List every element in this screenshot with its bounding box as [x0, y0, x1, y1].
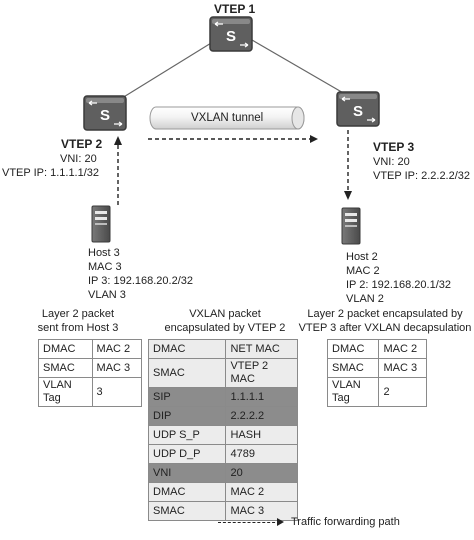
host3-server-icon [91, 205, 111, 243]
middle-caption-line2: encapsulated by VTEP 2 [164, 322, 286, 334]
vtep3-ip: VTEP IP: 2.2.2.2/32 [373, 170, 471, 182]
vtep2-title: VTEP 2 [61, 137, 103, 151]
legend-dashed-line [218, 522, 280, 523]
left-caption-line1: Layer 2 packet [41, 308, 115, 320]
host3-vlan: VLAN 3 [88, 289, 126, 301]
host3-mac: MAC 3 [88, 261, 122, 273]
switch-letter: S [353, 103, 363, 120]
middle-field-value: MAC 2 [225, 482, 298, 502]
middle-field-name: DMAC [147, 482, 227, 502]
vxlan-tunnel-pipe [149, 106, 305, 130]
host2-vlan: VLAN 2 [346, 293, 384, 305]
right-caption-line1: Layer 2 packet encapsulated by [307, 308, 463, 320]
link-vtep1-vtep2 [121, 39, 217, 99]
middle-field-value: NET MAC [225, 339, 298, 359]
middle-field-value: VTEP 2 MAC [225, 358, 298, 388]
legend-label: Traffic forwarding path [291, 516, 400, 528]
vtep1-title: VTEP 1 [214, 2, 256, 16]
tunnel-label: VXLAN tunnel [191, 112, 264, 124]
left-caption-line2: sent from Host 3 [37, 322, 119, 334]
right-packet-caption: Layer 2 packet encapsulated by VTEP 3 af… [296, 308, 474, 334]
legend-arrow-head [277, 518, 284, 526]
host2-name: Host 2 [346, 251, 378, 263]
right-field-value: MAC 3 [378, 358, 427, 378]
middle-field-value: 20 [225, 463, 298, 483]
vtep3-title: VTEP 3 [373, 140, 415, 154]
middle-field-name: DMAC [147, 339, 227, 359]
vtep2-vni: VNI: 20 [60, 153, 97, 165]
left-field-value: 3 [91, 377, 143, 407]
left-field-name: SMAC [38, 358, 93, 378]
left-field-value: MAC 2 [91, 339, 143, 359]
middle-caption-line1: VXLAN packet [189, 308, 261, 320]
middle-field-name: VNI [147, 463, 227, 483]
middle-field-name: SMAC [147, 501, 227, 521]
switch-letter: S [100, 107, 110, 124]
right-field-value: 2 [378, 377, 427, 407]
right-field-name: DMAC [326, 339, 380, 359]
vtep3-switch-icon: S [336, 91, 380, 127]
middle-field-value: HASH [225, 425, 298, 445]
switch-letter: S [226, 28, 236, 45]
middle-field-name: UDP D_P [147, 444, 227, 464]
middle-field-value: MAC 3 [225, 501, 298, 521]
right-field-value: MAC 2 [378, 339, 427, 359]
middle-field-name: SIP [147, 387, 227, 407]
host3-ip: IP 3: 192.168.20.2/32 [88, 275, 193, 287]
vtep1-switch-icon: S [209, 16, 253, 52]
middle-field-name: SMAC [147, 358, 227, 388]
host2-server-icon [341, 207, 361, 245]
left-field-name: DMAC [38, 339, 93, 359]
right-caption-line2: VTEP 3 after VXLAN decapsulation [298, 322, 472, 334]
vtep2-ip: VTEP IP: 1.1.1.1/32 [2, 167, 100, 179]
left-field-value: MAC 3 [91, 358, 143, 378]
host3-name: Host 3 [88, 247, 120, 259]
left-packet-caption: Layer 2 packet sent from Host 3 [28, 308, 128, 334]
vtep2-switch-icon: S [83, 95, 127, 131]
middle-field-value: 2.2.2.2 [225, 406, 298, 426]
host2-mac: MAC 2 [346, 265, 380, 277]
middle-packet-caption: VXLAN packet encapsulated by VTEP 2 [150, 308, 300, 334]
middle-field-value: 1.1.1.1 [225, 387, 298, 407]
link-vtep1-vtep3 [251, 39, 353, 99]
middle-field-name: UDP S_P [147, 425, 227, 445]
right-field-name: SMAC [326, 358, 380, 378]
vtep3-vni: VNI: 20 [373, 156, 410, 168]
middle-field-value: 4789 [225, 444, 298, 464]
middle-field-name: DIP [147, 406, 227, 426]
host2-ip: IP 2: 192.168.20.1/32 [346, 279, 451, 291]
